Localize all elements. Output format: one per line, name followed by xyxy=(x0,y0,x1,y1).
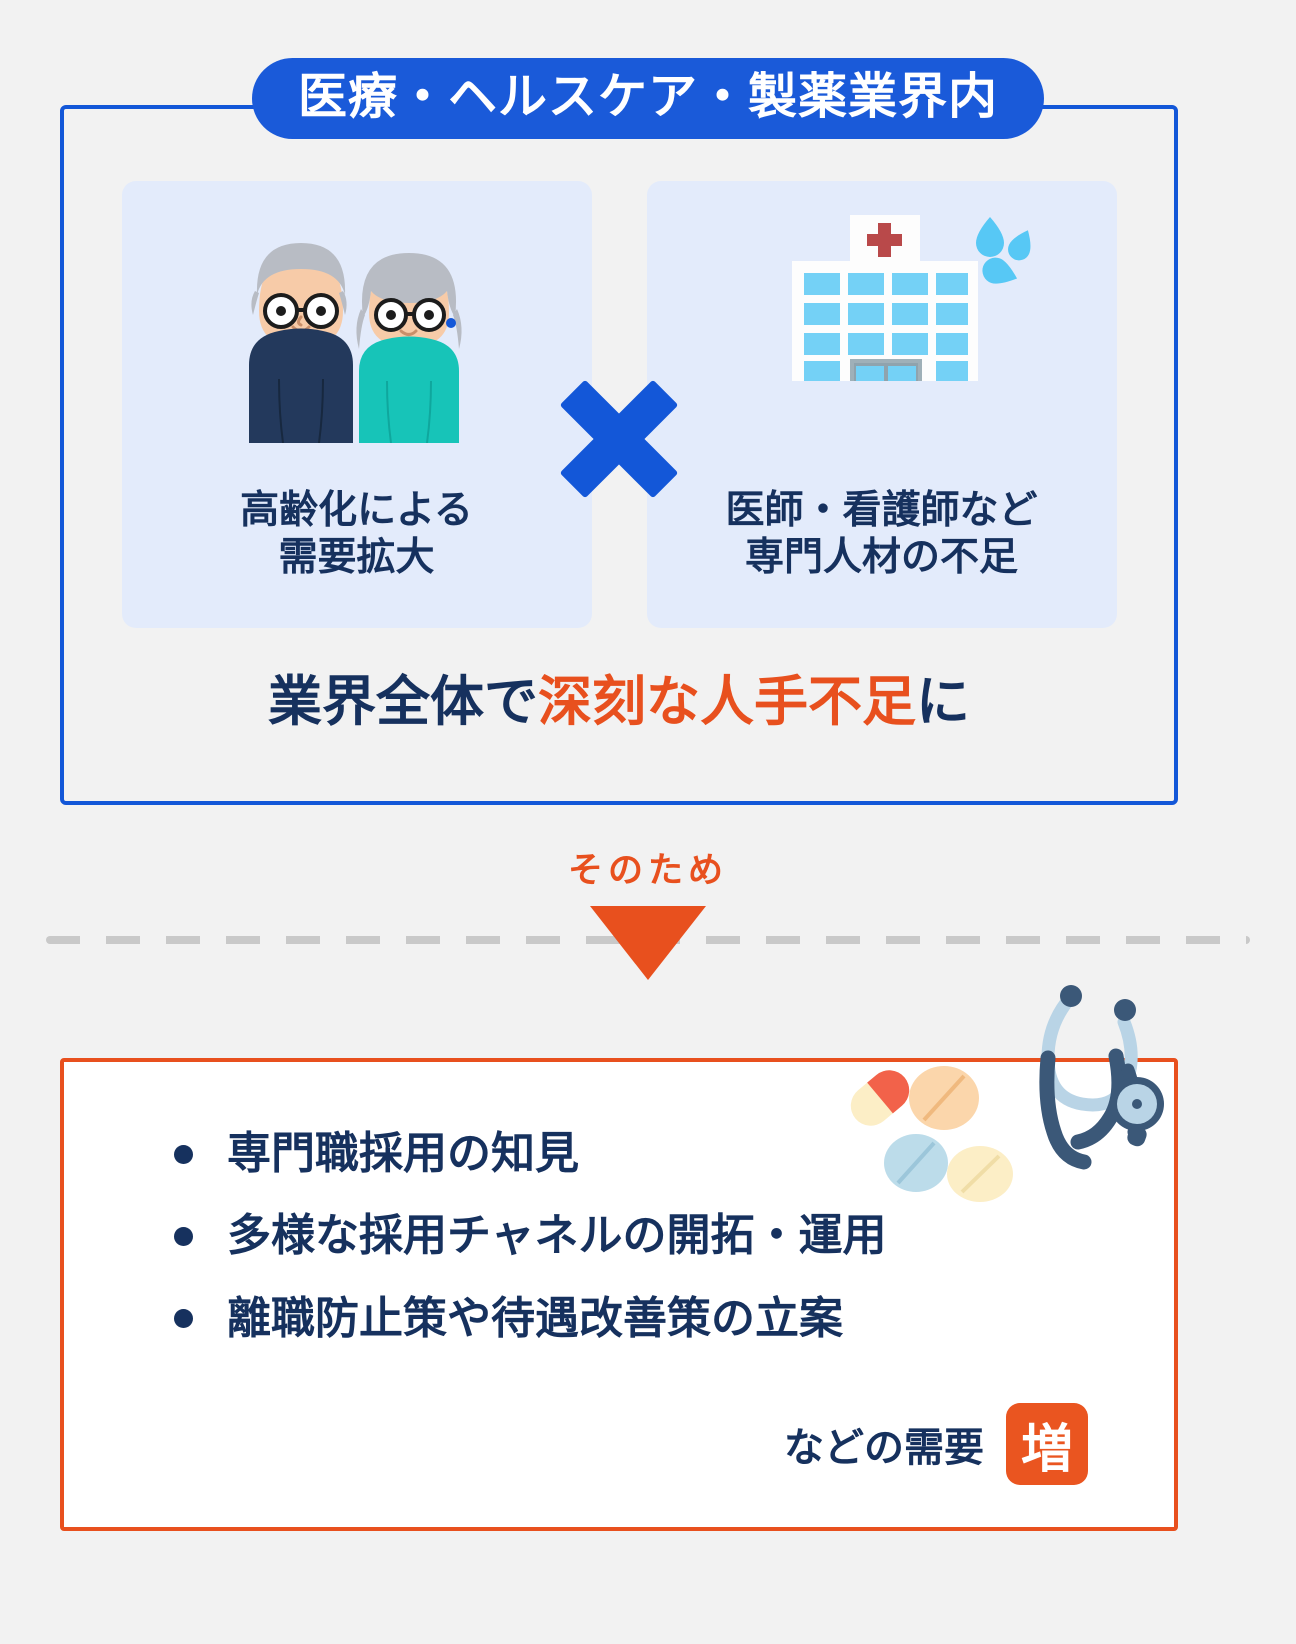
list-item: 離職防止策や待遇改善策の立案 xyxy=(174,1292,1134,1344)
card-staff-shortage-label: 医師・看護師など 専門人材の不足 xyxy=(647,487,1117,582)
bullet-label: 専門職採用の知見 xyxy=(227,1128,579,1179)
section-header-label: 医療・ヘルスケア・製薬業界内 xyxy=(297,68,999,125)
list-item: 専門職採用の知見 xyxy=(174,1128,1134,1179)
card-label-line2: 専門人材の不足 xyxy=(744,535,1018,581)
list-item: 多様な採用チャネルの開拓・運用 xyxy=(174,1210,1134,1262)
industry-context-box: 高齢化による 需要拡大 xyxy=(60,105,1178,805)
x-cross-icon xyxy=(549,369,689,509)
summary-suffix: に xyxy=(916,669,970,733)
section-header-badge: 医療・ヘルスケア・製薬業界内 xyxy=(251,58,1045,139)
card-aging-demand: 高齢化による 需要拡大 xyxy=(121,181,592,628)
summary-statement: 業界全体で深刻な人手不足に xyxy=(64,669,1174,733)
connector-label: そのため xyxy=(567,851,728,891)
sweat-drop-icon xyxy=(975,217,1030,284)
card-label-line1: 医師・看護師など xyxy=(725,487,1038,533)
demand-summary-row: などの需要 増 xyxy=(784,1403,1088,1485)
card-label-line1: 高齢化による xyxy=(240,487,473,533)
demand-summary-label: などの需要 xyxy=(784,1425,984,1471)
bullet-dot-icon xyxy=(174,1144,193,1164)
summary-highlight: 深刻な人手不足 xyxy=(538,669,916,733)
demand-bullet-list: 専門職採用の知見 多様な採用チャネルの開拓・運用 離職防止策や待遇改善策の立案 xyxy=(174,1128,1134,1377)
status-badge: 増 xyxy=(1006,1403,1088,1485)
cause-cards: 高齢化による 需要拡大 xyxy=(64,181,1174,628)
summary-prefix: 業界全体で xyxy=(268,669,538,733)
bullet-dot-icon xyxy=(174,1309,193,1329)
card-staff-shortage: 医師・看護師など 専門人材の不足 xyxy=(646,181,1117,628)
triangle-down-icon xyxy=(590,906,706,980)
card-aging-demand-label: 高齢化による 需要拡大 xyxy=(122,487,592,582)
card-label-line2: 需要拡大 xyxy=(278,535,435,581)
bullet-label: 多様な採用チャネルの開拓・運用 xyxy=(227,1210,887,1262)
hospital-building-illustration xyxy=(647,203,1117,451)
bullet-label: 離職防止策や待遇改善策の立案 xyxy=(227,1292,843,1344)
demand-outcome-box: 専門職採用の知見 多様な採用チャネルの開拓・運用 離職防止策や待遇改善策の立案 … xyxy=(60,1058,1178,1531)
elderly-couple-illustration xyxy=(122,203,592,451)
bullet-dot-icon xyxy=(174,1227,193,1247)
